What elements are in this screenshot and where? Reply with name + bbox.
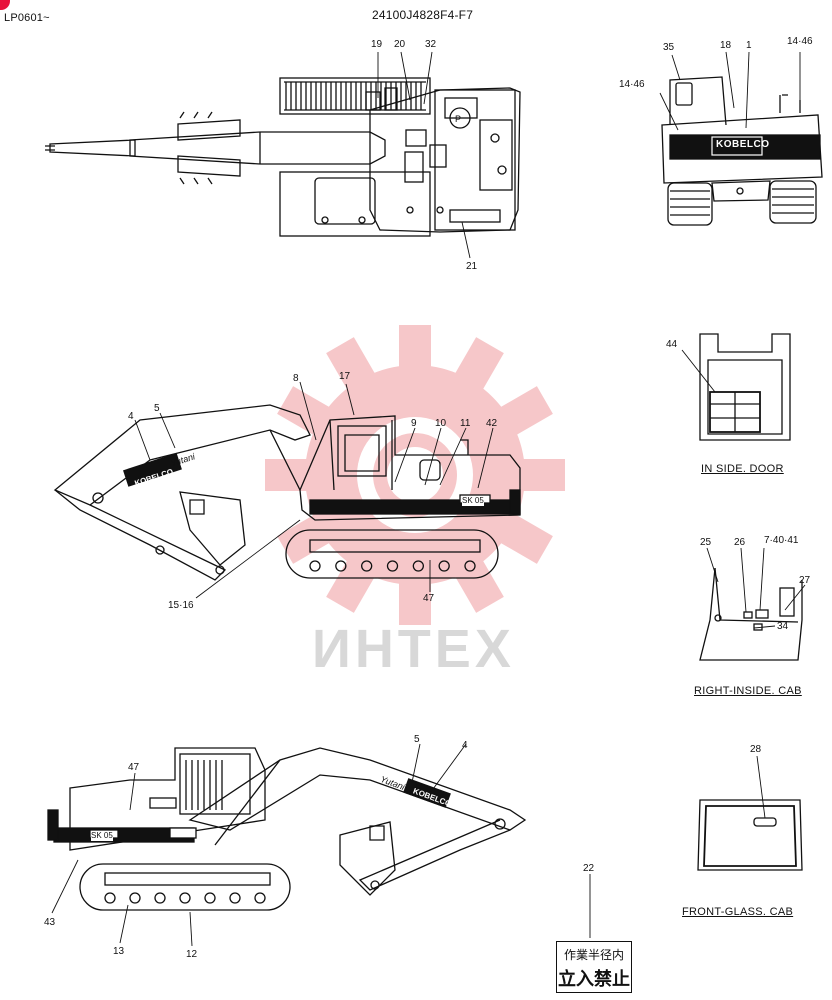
callout-43: 43: [44, 917, 56, 928]
side-view-right-drawing: [53, 404, 521, 581]
callout-25: 25: [700, 537, 712, 548]
callout-10: 10: [435, 418, 447, 429]
right-boom-outline: [53, 404, 311, 506]
decal-27: [779, 587, 795, 617]
svg-text:P: P: [455, 114, 461, 124]
right-track-outline: [285, 529, 499, 579]
caption-front-glass-cab: FRONT-GLASS. CAB: [682, 906, 794, 918]
sign-line-1: 作業半径内: [563, 948, 624, 962]
callout-4-lower: 4: [462, 740, 468, 751]
part-number-title: 24100J4828F4-F7: [372, 8, 474, 22]
callout-14-46-right: 14·46: [787, 36, 813, 47]
left-house-model-label: SK 05: [91, 831, 113, 841]
rear-kobelco-logo: KOBELCO: [716, 139, 770, 150]
top-view-drawing: P: [45, 77, 521, 237]
cab-interior-outline: [699, 567, 803, 661]
callout-13: 13: [113, 946, 125, 957]
left-track-outline: [79, 863, 291, 911]
callout-7-40-41: 7·40·41: [764, 535, 799, 546]
callout-32: 32: [425, 39, 437, 50]
callout-26: 26: [734, 537, 746, 548]
caption-right-inside-cab: RIGHT-INSIDE. CAB: [694, 685, 802, 697]
callout-15-16: 15·16: [168, 600, 194, 611]
callout-27: 27: [799, 575, 811, 586]
decal-28: [753, 817, 777, 827]
cab-rotating-icon: [449, 107, 471, 129]
left-boom-outline: [188, 747, 527, 831]
callout-19: 19: [371, 39, 383, 50]
decal-7-40-41: [755, 609, 769, 619]
right-bucket-outline: [179, 491, 246, 566]
boom-outline: [129, 131, 386, 165]
decal-34: [753, 623, 763, 631]
callout-12: 12: [186, 949, 198, 960]
house-outline: [369, 87, 521, 233]
callout-35: 35: [663, 42, 675, 53]
upper-track-outline: [279, 77, 431, 115]
callout-42: 42: [486, 418, 498, 429]
callout-28: 28: [750, 744, 762, 755]
callout-5-upper: 5: [154, 403, 160, 414]
corner-marker: [0, 0, 10, 10]
callout-1: 1: [746, 40, 752, 51]
inside-door-drawing: [699, 333, 791, 441]
watermark-text: ИНТЕХ: [312, 619, 515, 679]
lower-track-outline: [279, 171, 431, 237]
callout-4-upper: 4: [128, 411, 134, 422]
right-house-outline: [299, 415, 521, 521]
callout-17: 17: [339, 371, 351, 382]
sign-line-2: 立入禁止: [558, 969, 630, 990]
callout-21: 21: [466, 261, 478, 272]
callout-8: 8: [293, 373, 299, 384]
callout-22: 22: [583, 863, 595, 874]
callout-34: 34: [777, 621, 789, 632]
caption-inside-door: IN SIDE. DOOR: [701, 463, 784, 475]
right-inside-cab-drawing: [699, 567, 803, 661]
bucket-outline: [177, 119, 241, 177]
callout-44: 44: [666, 339, 678, 350]
callout-47-lower: 47: [128, 762, 140, 773]
left-bucket-outline: [339, 821, 396, 896]
callout-9: 9: [411, 418, 417, 429]
callout-47-upper: 47: [423, 593, 435, 604]
rear-view-drawing: [661, 76, 823, 226]
rear-counterweight-outline: [661, 114, 823, 184]
door-panel-outline: [699, 333, 791, 441]
decal-26: [743, 611, 753, 619]
callout-20: 20: [394, 39, 406, 50]
work-radius-warning-sign: 作業半径内 立入禁止: [556, 941, 632, 993]
front-glass-cab-drawing: [697, 799, 803, 871]
serial-range-label: LP0601~: [4, 12, 50, 24]
callout-5-lower: 5: [414, 734, 420, 745]
side-view-left-drawing: [47, 747, 527, 911]
front-frame-outline: [697, 799, 803, 871]
callout-11: 11: [460, 418, 471, 429]
callout-14-46-left: 14·46: [619, 79, 645, 90]
right-house-model-label: SK 05: [462, 496, 484, 506]
callout-18: 18: [720, 40, 732, 51]
rear-cab-outline: [669, 76, 727, 126]
